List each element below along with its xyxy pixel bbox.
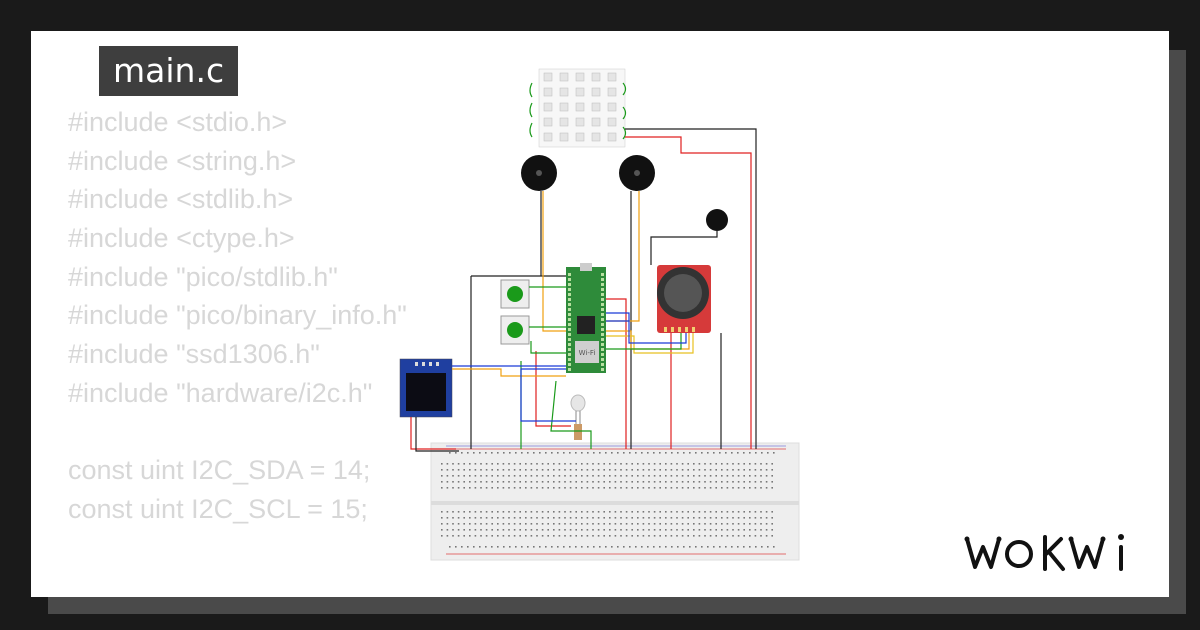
code-line: #include <ctype.h> [68, 223, 295, 254]
breadboard[interactable] [430, 442, 800, 561]
code-editor[interactable]: #include <stdio.h> #include <string.h> #in… [68, 103, 407, 529]
preview-card: #include <stdio.h> #include <string.h> #in… [31, 31, 1169, 597]
rgb-led[interactable] [570, 394, 586, 440]
code-line: const uint I2C_SCL = 15; [68, 493, 368, 524]
wires [410, 128, 757, 452]
code-line: #include "pico/stdlib.h" [68, 261, 338, 292]
joystick-module[interactable] [657, 265, 711, 333]
led-matrix[interactable] [529, 68, 627, 148]
code-line: #include <string.h> [68, 145, 297, 176]
code-line: #include "ssd1306.h" [68, 339, 320, 370]
code-line: #include "pico/binary_info.h" [68, 300, 407, 331]
code-line: #include <stdlib.h> [68, 184, 294, 215]
circuit-diagram[interactable]: Wi-Fi [31, 31, 1169, 597]
buzzer-left[interactable] [521, 155, 557, 191]
code-line: #include "hardware/i2c.h" [68, 377, 373, 408]
wifi-label: Wi-Fi [579, 349, 596, 357]
code-line: const uint I2C_SDA = 14; [68, 455, 371, 486]
buzzer-right[interactable] [619, 155, 655, 191]
oled-display[interactable] [399, 358, 453, 418]
push-button-b[interactable] [500, 315, 530, 345]
microphone[interactable] [706, 209, 728, 231]
file-tab[interactable]: main.c [99, 46, 239, 96]
push-button-a[interactable] [500, 279, 530, 309]
code-line: #include <stdio.h> [68, 107, 288, 137]
pico-board[interactable]: Wi-Fi [566, 263, 606, 373]
wokwi-logo[interactable] [961, 527, 1141, 577]
